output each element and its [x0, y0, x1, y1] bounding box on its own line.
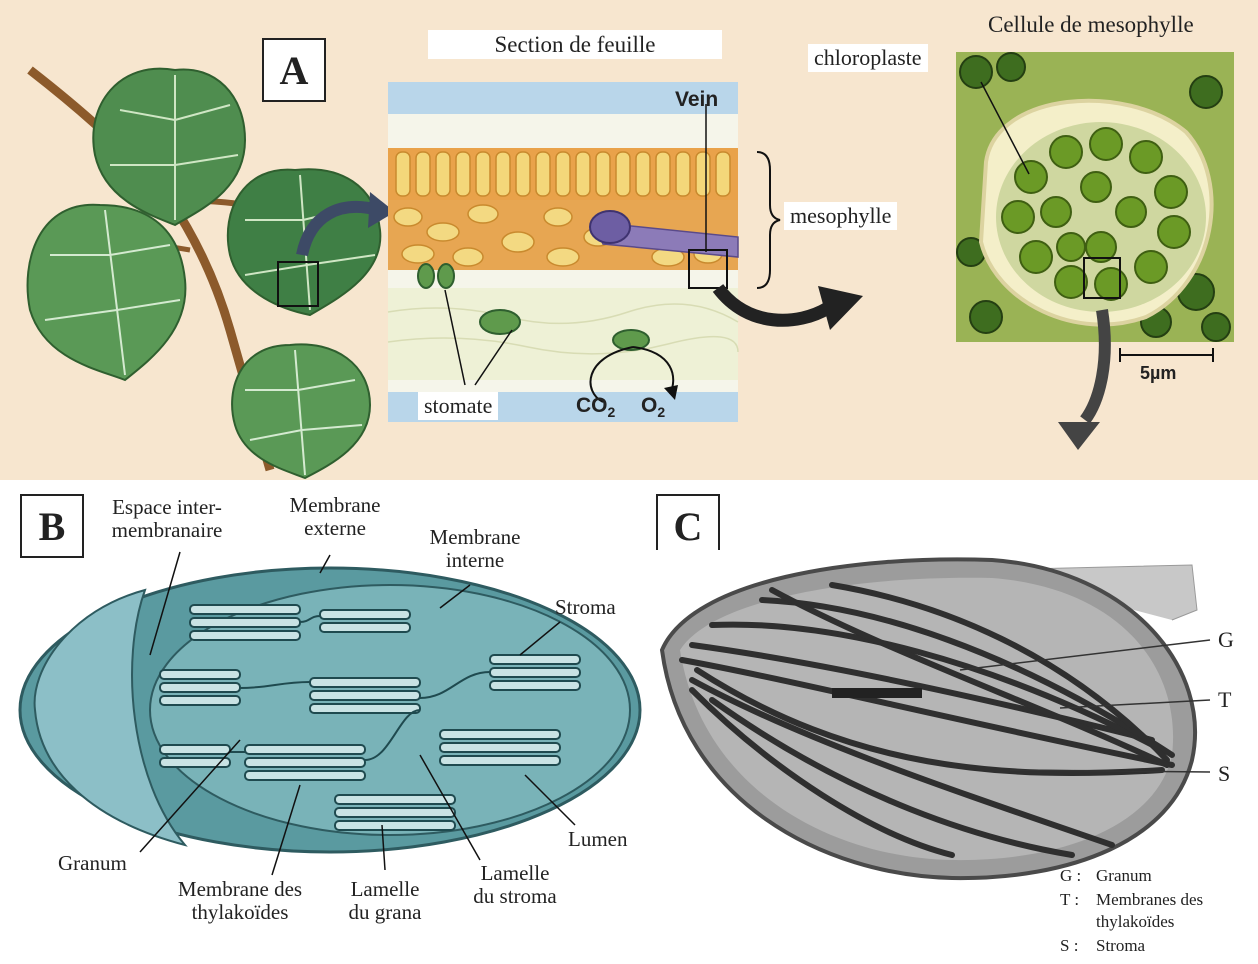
legend-row: S :Stroma	[1060, 936, 1250, 958]
panel-a-leaf-to-cell: A	[0, 0, 1258, 480]
arrow-down-icon	[1050, 310, 1120, 450]
mesophylle-label: mesophylle	[784, 202, 897, 230]
leaf-left	[28, 205, 186, 380]
cell-title: Cellule de mesophylle	[988, 12, 1194, 37]
chloroplaste-label: chloroplaste	[808, 44, 928, 72]
legend-row: T :Membranes des	[1060, 890, 1250, 912]
panel-c-legend: G :Granum T :Membranes des thylakoïdes S…	[1060, 866, 1250, 958]
mesophyll-cell-micrograph	[956, 52, 1234, 342]
arrow-to-cell-icon	[718, 268, 898, 348]
s-marker: S	[1218, 762, 1230, 786]
granum-label: Granum	[58, 852, 127, 875]
panel-c-badge: C	[656, 494, 720, 558]
panel-a-badge: A	[262, 38, 326, 102]
stomate-label: stomate	[418, 392, 498, 420]
legend-row: G :Granum	[1060, 866, 1250, 890]
stroma-label: Stroma	[555, 596, 616, 619]
plant-branch-illustration	[0, 0, 400, 480]
t-marker: T	[1218, 688, 1231, 712]
co2-label: CO2	[576, 394, 615, 421]
panel-c-pointer-lines	[960, 620, 1220, 820]
espace-intermembranaire-label: Espace inter-membranaire	[92, 496, 242, 542]
scale-label: 5µm	[1140, 364, 1176, 384]
g-marker: G	[1218, 628, 1234, 652]
legend-row: thylakoïdes	[1060, 912, 1250, 936]
section-title: Section de feuille	[428, 30, 722, 59]
o2-label: O2	[641, 394, 665, 421]
scale-bar	[1118, 345, 1218, 365]
lumen-label: Lumen	[568, 828, 627, 851]
leaf-bottom	[232, 344, 370, 478]
vein-label: Vein	[675, 88, 718, 111]
